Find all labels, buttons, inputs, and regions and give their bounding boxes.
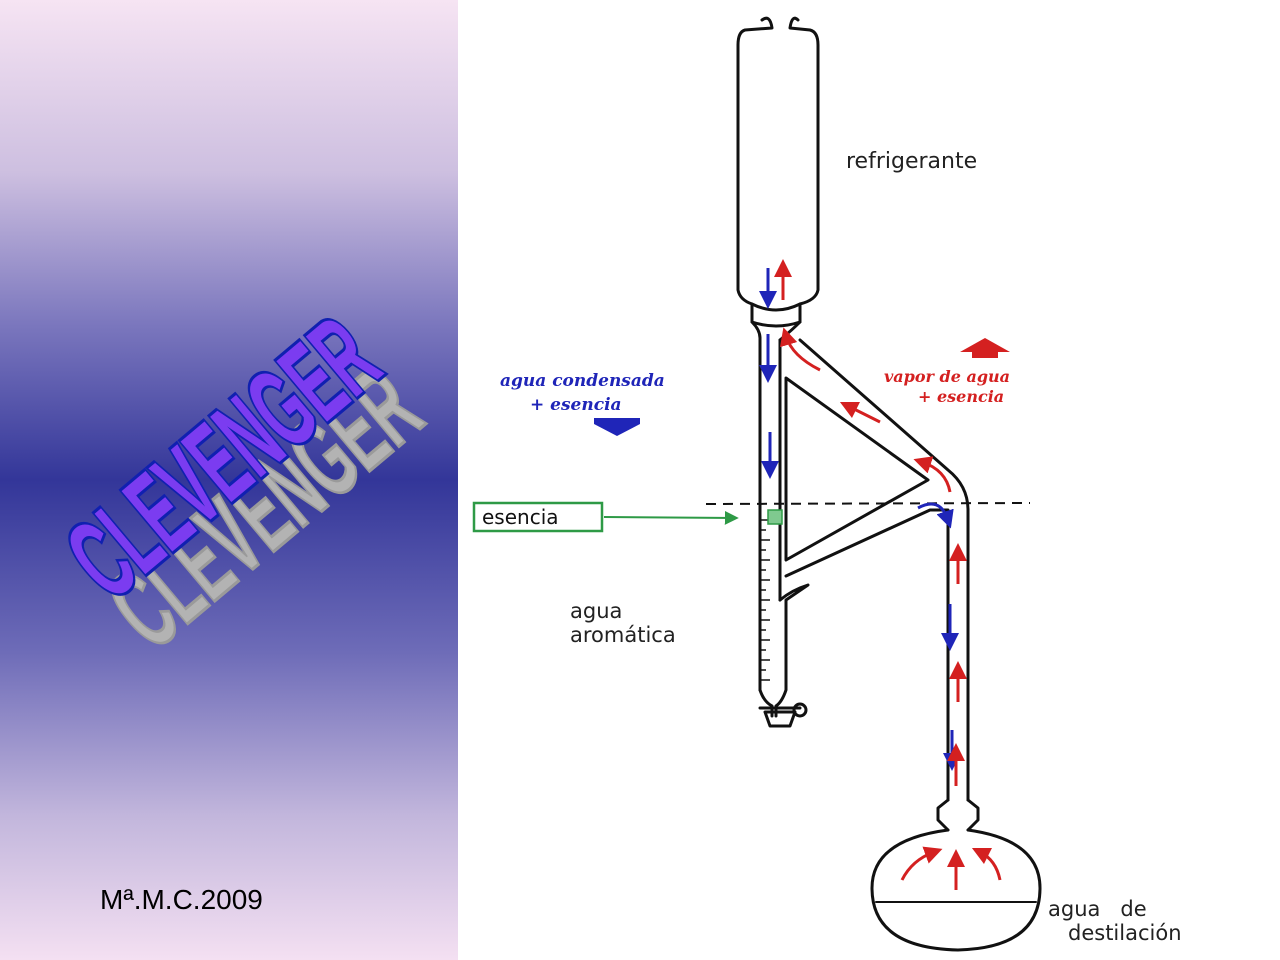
label-vapor-esencia: + esencia <box>918 387 1004 406</box>
title-graphic: CLEVENGER CLEVENGER <box>42 292 444 674</box>
label-agua-condensada-esencia: + esencia <box>530 395 622 415</box>
label-agua-destilacion-1: agua de <box>1048 897 1147 921</box>
label-agua-aromatica-2: aromática <box>570 623 676 647</box>
essence-label-box <box>472 501 604 533</box>
label-refrigerante: refrigerante <box>846 149 977 174</box>
condensed-block-arrow <box>594 418 640 436</box>
left-panel: CLEVENGER CLEVENGER Mª.M.C.2009 <box>0 0 458 960</box>
label-agua-aromatica-1: agua <box>570 599 622 623</box>
distillation-flask <box>870 828 1042 952</box>
label-agua-destilacion-2: destilación <box>1068 921 1182 945</box>
level-line <box>705 502 1031 505</box>
vapor-block-arrow <box>960 338 1010 358</box>
label-agua-condensada: agua condensada <box>500 371 665 391</box>
essence-layer <box>767 509 783 525</box>
author-credit: Mª.M.C.2009 <box>100 884 263 915</box>
clevenger-diagram: refrigerante agua condensada + esencia v… <box>472 16 1182 952</box>
label-vapor: vapor de agua <box>884 367 1010 386</box>
condenser-tube <box>736 16 774 692</box>
label-esencia: esencia <box>482 505 559 529</box>
